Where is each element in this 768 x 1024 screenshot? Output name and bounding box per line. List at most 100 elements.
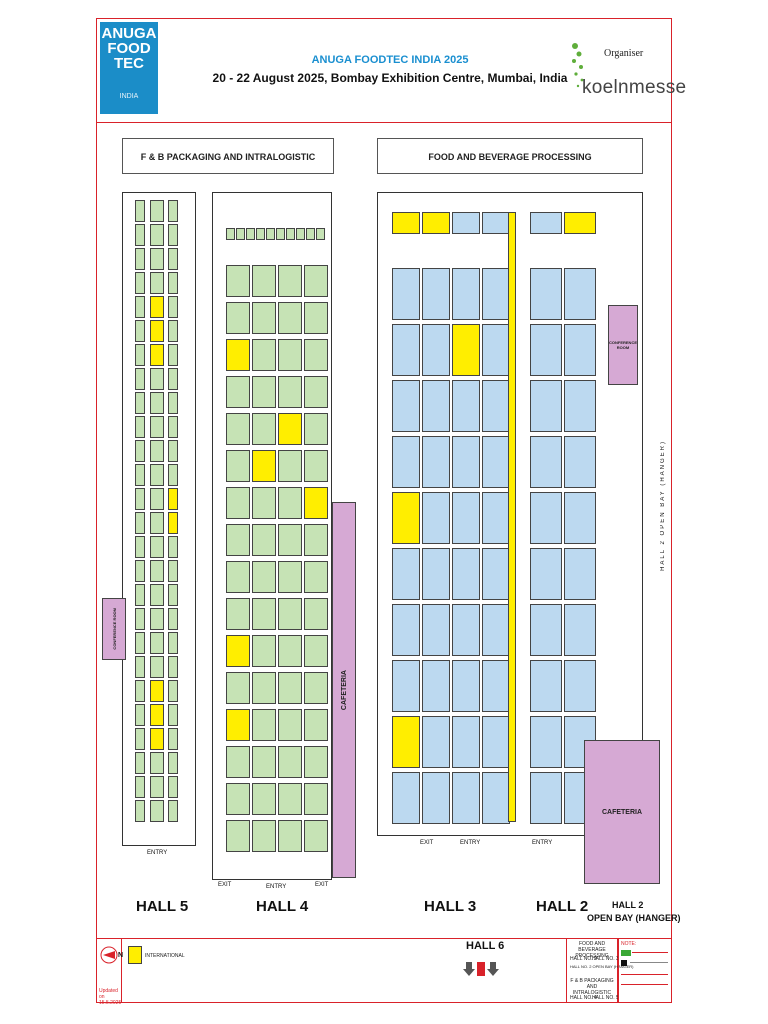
hall4-stall[interactable] [226,561,250,593]
hall2-stall[interactable] [530,660,562,712]
hall4-stall[interactable] [304,598,328,630]
hall4-stall[interactable] [304,746,328,778]
hall4-stall[interactable] [226,228,235,240]
exit-hall4-right[interactable]: EXIT [315,882,329,888]
hall2-stall[interactable] [564,324,596,376]
hall4-stall[interactable] [278,487,302,519]
hall3-stall[interactable] [422,268,450,320]
hall3-stall[interactable] [392,548,420,600]
hall2-stall[interactable] [530,436,562,488]
hall5-stall[interactable] [168,680,178,702]
hall5-stall[interactable] [168,512,178,534]
hall4-stall[interactable] [304,561,328,593]
hall5-stall[interactable] [150,800,164,822]
hall4-stall[interactable] [266,228,275,240]
hall4-stall[interactable] [252,783,276,815]
hall3-stall[interactable] [422,436,450,488]
hall3-stall[interactable] [392,324,420,376]
hall2-stall[interactable] [564,268,596,320]
hall3-stall[interactable] [392,212,420,234]
hall4-stall[interactable] [278,265,302,297]
entry-hall3[interactable]: ENTRY [460,840,481,846]
hall3-stall[interactable] [482,212,510,234]
hall2-stall[interactable] [564,380,596,432]
hall3-stall[interactable] [482,324,510,376]
cafeteria-right[interactable]: CAFETERIA [584,740,660,884]
hall4-stall[interactable] [226,265,250,297]
hall3-stall[interactable] [452,660,480,712]
hall3-stall[interactable] [452,548,480,600]
hall5-stall[interactable] [150,584,164,606]
hall3-stall[interactable] [392,492,420,544]
hall4-stall[interactable] [226,709,250,741]
hall5-stall[interactable] [150,200,164,222]
hall4-stall[interactable] [278,746,302,778]
hall5-stall[interactable] [150,368,164,390]
hall4-stall[interactable] [252,339,276,371]
hall3-stall[interactable] [422,772,450,824]
hall4-stall[interactable] [286,228,295,240]
hall4-stall[interactable] [304,487,328,519]
hall4-stall[interactable] [278,524,302,556]
hall4-stall[interactable] [256,228,265,240]
hall4-stall[interactable] [278,709,302,741]
hall2-stall[interactable] [530,604,562,656]
hall4-stall[interactable] [304,672,328,704]
hall2-stall[interactable] [530,492,562,544]
hall5-stall[interactable] [135,440,145,462]
hall3-stall[interactable] [452,604,480,656]
hall2-stall[interactable] [530,324,562,376]
cafeteria-center[interactable]: CAFETERIA [332,502,356,878]
hall5-stall[interactable] [135,488,145,510]
hall4-stall[interactable] [226,524,250,556]
hall2-stall[interactable] [530,548,562,600]
hall5-stall[interactable] [168,296,178,318]
hall5-stall[interactable] [168,344,178,366]
hall5-stall[interactable] [150,776,164,798]
hall3-international-strip[interactable] [508,212,516,822]
hall5-stall[interactable] [168,368,178,390]
hall5-stall[interactable] [168,632,178,654]
hall4-stall[interactable] [252,265,276,297]
hall5-stall[interactable] [150,632,164,654]
hall4-stall[interactable] [278,376,302,408]
hall5-stall[interactable] [168,776,178,798]
hall5-stall[interactable] [168,488,178,510]
hall5-stall[interactable] [150,536,164,558]
hall5-stall[interactable] [135,392,145,414]
hall5-stall[interactable] [168,200,178,222]
hall4-stall[interactable] [252,709,276,741]
conference-room-hall2[interactable]: CONFERENCE ROOM [608,305,638,385]
hall5-stall[interactable] [135,584,145,606]
hall5-stall[interactable] [168,800,178,822]
hall5-stall[interactable] [135,248,145,270]
hall5-stall[interactable] [135,776,145,798]
hall2-stall[interactable] [530,212,562,234]
hall4-stall[interactable] [304,376,328,408]
hall4-stall[interactable] [278,450,302,482]
hall5-stall[interactable] [150,344,164,366]
hall3-stall[interactable] [482,268,510,320]
hall5-stall[interactable] [135,608,145,630]
hall3-stall[interactable] [452,772,480,824]
hall4-stall[interactable] [226,783,250,815]
hall5-stall[interactable] [168,248,178,270]
hall4-stall[interactable] [226,820,250,852]
hall5-stall[interactable] [168,752,178,774]
hall3-stall[interactable] [392,380,420,432]
hall3-stall[interactable] [482,436,510,488]
hall3-stall[interactable] [392,660,420,712]
hall4-stall[interactable] [252,746,276,778]
hall5-stall[interactable] [150,608,164,630]
hall2-stall[interactable] [530,380,562,432]
hall5-stall[interactable] [150,728,164,750]
hall4-stall[interactable] [252,635,276,667]
hall4-stall[interactable] [278,302,302,334]
hall4-stall[interactable] [252,820,276,852]
hall3-stall[interactable] [482,548,510,600]
hall3-stall[interactable] [452,324,480,376]
hall3-stall[interactable] [392,772,420,824]
hall3-stall[interactable] [482,380,510,432]
hall5-stall[interactable] [135,752,145,774]
hall5-stall[interactable] [135,296,145,318]
